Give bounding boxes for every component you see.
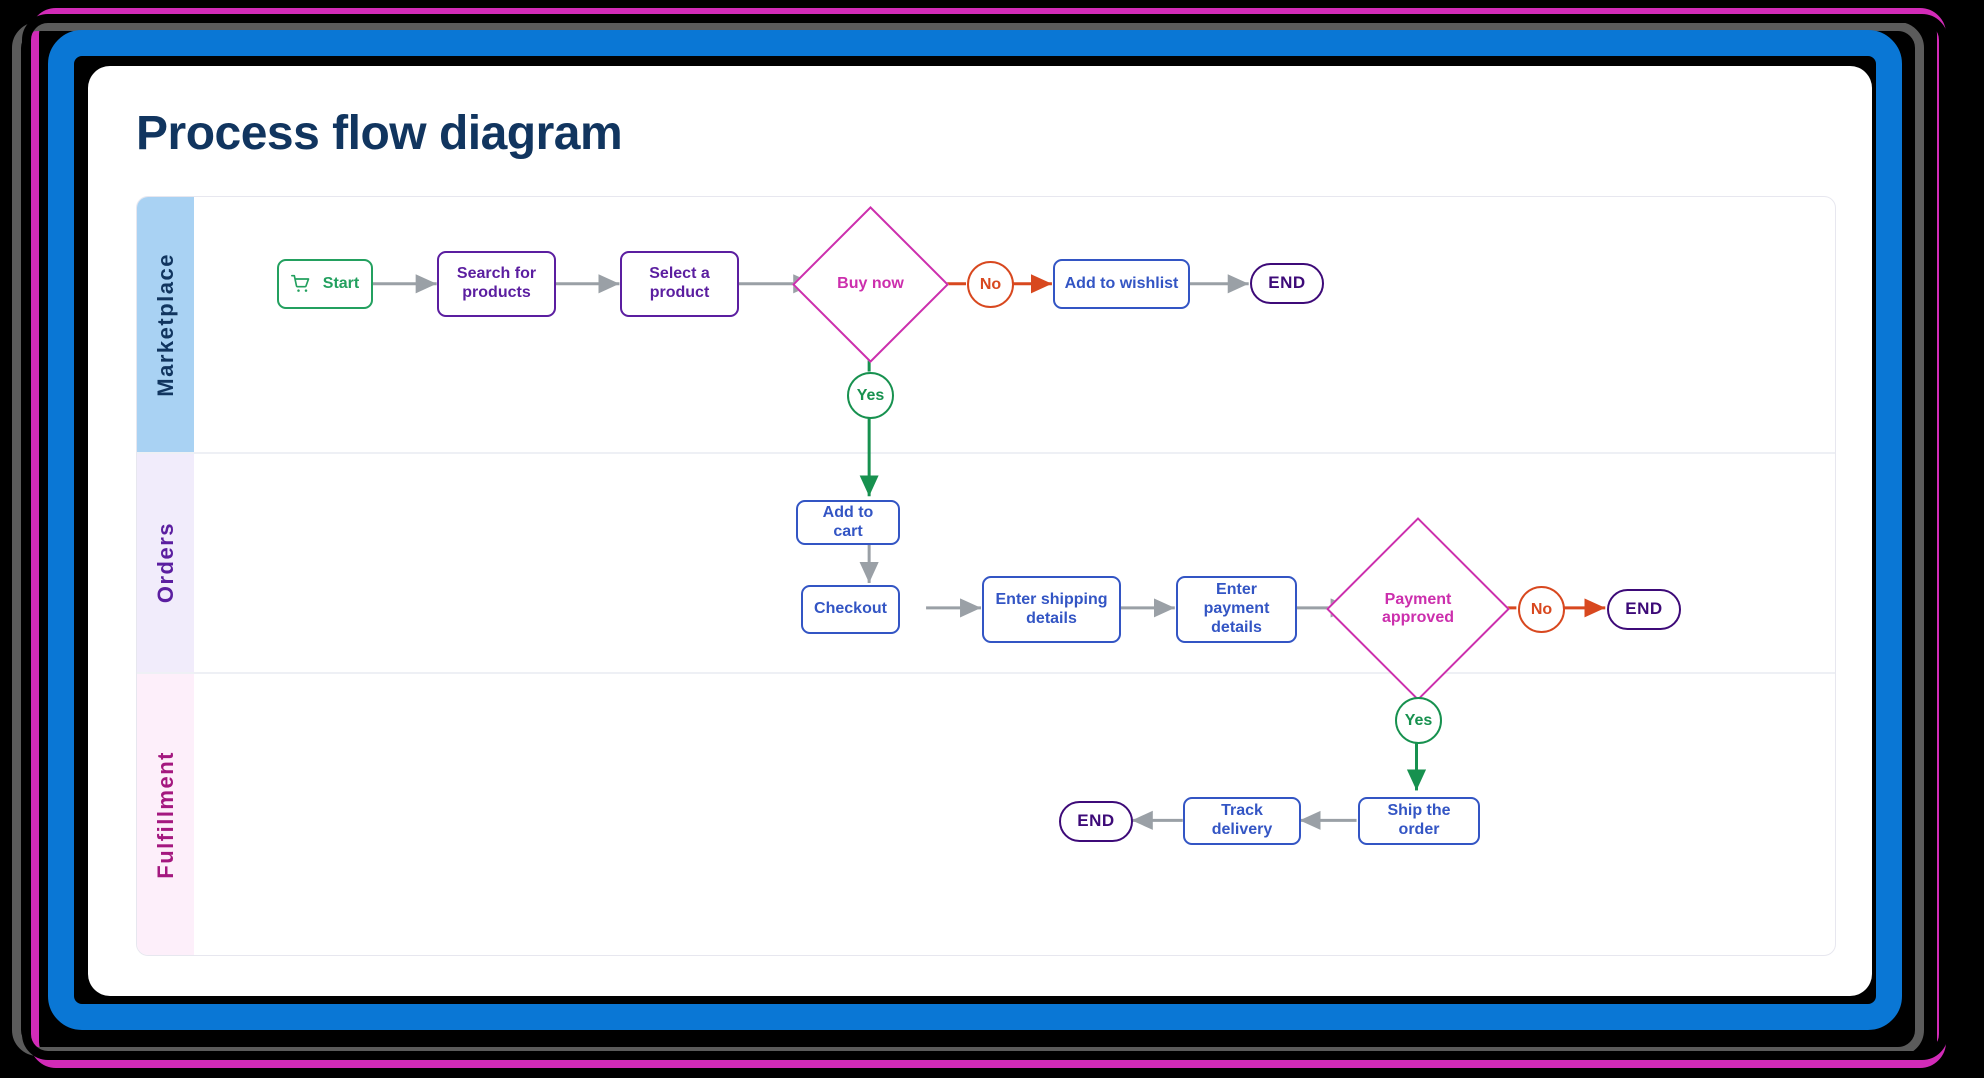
node-yes-decision-2[interactable]: Yes [1395, 697, 1442, 744]
node-ship-label: Ship the order [1387, 802, 1451, 838]
node-ship-the-order[interactable]: Ship the order [1358, 797, 1480, 845]
lane-header-marketplace: Marketplace [137, 197, 194, 452]
node-start-label: Start [322, 274, 360, 292]
node-select-a-product[interactable]: Select a product [620, 251, 739, 317]
lane-header-orders: Orders [137, 454, 194, 672]
window-frame-black [22, 14, 1948, 1060]
node-add-to-cart[interactable]: Add to cart [796, 500, 900, 545]
node-yes-2-label: Yes [1404, 711, 1433, 729]
node-track-delivery[interactable]: Track delivery [1183, 797, 1301, 845]
node-start[interactable]: Start [277, 259, 373, 309]
node-payment-approved-label: Payment approved [1353, 544, 1483, 674]
node-end-1-label: END [1268, 273, 1306, 293]
node-checkout[interactable]: Checkout [801, 585, 900, 634]
node-end-3-label: END [1077, 811, 1115, 831]
window-frame-blue [48, 30, 1902, 1030]
node-no-decision-1[interactable]: No [967, 261, 1014, 308]
node-add-to-cart-label: Add to cart [822, 503, 874, 540]
node-end-2[interactable]: END [1607, 589, 1681, 630]
node-buy-now[interactable]: Buy now [792, 206, 949, 363]
node-search-label-line2: products [462, 284, 531, 301]
node-end-3[interactable]: END [1059, 801, 1133, 842]
lane-orders: Orders [137, 454, 1835, 672]
lane-label-marketplace: Marketplace [152, 252, 178, 397]
node-search-label-line1: Search for [456, 265, 537, 283]
node-yes-1-label: Yes [856, 386, 885, 404]
swimlane-diagram: Marketplace Orders Fulfillment [136, 196, 1836, 956]
shopping-cart-icon [290, 274, 311, 294]
node-no-decision-2[interactable]: No [1518, 586, 1565, 633]
node-no-2-label: No [1530, 600, 1553, 618]
lane-fulfillment: Fulfillment [137, 674, 1835, 955]
lane-header-fulfillment: Fulfillment [137, 674, 194, 955]
node-no-1-label: No [979, 275, 1002, 293]
lane-label-orders: Orders [152, 522, 178, 604]
node-payment-approved[interactable]: Payment approved [1326, 517, 1510, 701]
node-shipping-label-line1: Enter shipping [995, 590, 1108, 608]
node-enter-payment-details[interactable]: Enter payment details [1176, 576, 1297, 643]
node-add-to-wishlist[interactable]: Add to wishlist [1053, 259, 1190, 309]
node-enter-shipping-details[interactable]: Enter shipping details [982, 576, 1121, 643]
node-shipping-label-line2: details [1026, 609, 1077, 627]
node-search-for-products[interactable]: Search for products [437, 251, 556, 317]
node-checkout-label: Checkout [814, 600, 887, 618]
node-track-label: Track delivery [1211, 802, 1273, 838]
lane-label-fulfillment: Fulfillment [152, 750, 178, 879]
node-select-label-line2: product [649, 284, 710, 301]
lane-marketplace: Marketplace [137, 197, 1835, 452]
node-payment-approved-line2: approved [1381, 609, 1454, 626]
node-end-2-label: END [1625, 599, 1663, 619]
node-payment-approved-line1: Payment [1384, 590, 1452, 608]
node-yes-decision-1[interactable]: Yes [847, 372, 894, 419]
content-card: Process flow diagram Marketplace Orders … [88, 66, 1872, 996]
lane-separator-2 [137, 672, 1835, 674]
node-payment-label-line1: Enter payment [1203, 581, 1270, 618]
node-select-label-line1: Select a [649, 265, 710, 283]
node-add-to-wishlist-label: Add to wishlist [1064, 274, 1179, 292]
lane-separator-1 [137, 452, 1835, 454]
page-title: Process flow diagram [136, 107, 623, 160]
node-buy-now-label: Buy now [837, 275, 904, 293]
node-end-1[interactable]: END [1250, 263, 1324, 304]
node-payment-label-line2: details [1211, 618, 1262, 636]
